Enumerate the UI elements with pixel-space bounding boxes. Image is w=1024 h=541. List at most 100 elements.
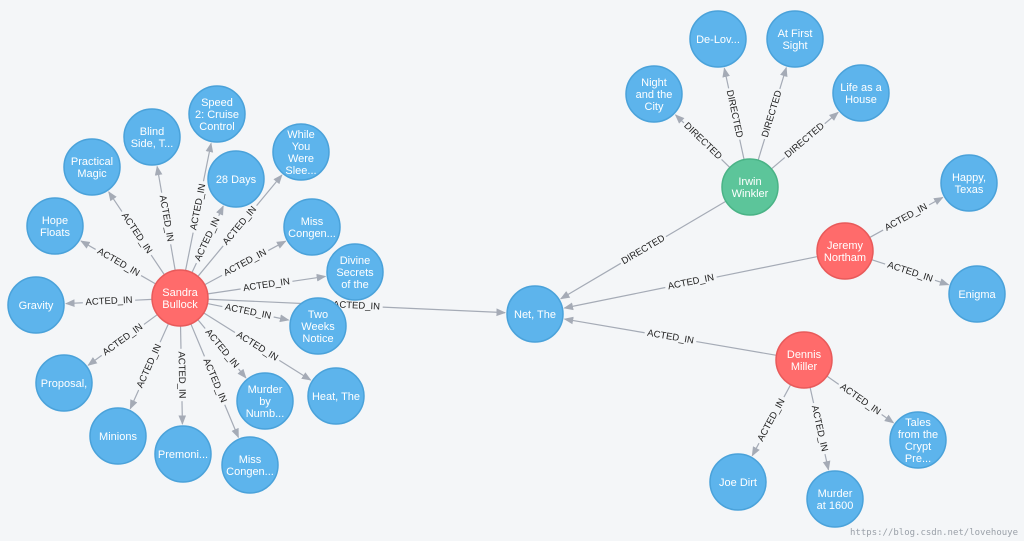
edge-line — [696, 340, 777, 356]
edge-line — [207, 288, 241, 295]
edge-jeremy-net[interactable]: ACTED_IN — [563, 255, 818, 311]
edge-line-arrow — [560, 262, 622, 300]
node-heat[interactable]: Heat, The — [307, 367, 365, 425]
node-label-line: Congen... — [226, 466, 274, 478]
node-label-line: Practical — [71, 156, 113, 168]
edge-irwin-firstsight[interactable]: DIRECTED — [757, 66, 788, 161]
edge-jeremy-enigma[interactable]: ACTED_IN — [871, 259, 950, 286]
edge-label: ACTED_IN — [135, 342, 164, 389]
node-label-line: Tales — [905, 417, 931, 429]
node-label-line: Night — [641, 77, 667, 89]
node-days28[interactable]: 28 Days — [207, 150, 265, 208]
edge-irwin-delov[interactable]: DIRECTED — [722, 67, 745, 160]
edge-label: ACTED_IN — [667, 272, 715, 292]
edge-dennis-joedirt[interactable]: ACTED_IN — [751, 384, 792, 457]
node-joedirt[interactable]: Joe Dirt — [709, 453, 767, 511]
edge-sandra-blind[interactable]: ACTED_IN — [154, 165, 176, 271]
edge-line-arrow — [154, 165, 163, 193]
node-label-line: Were — [288, 153, 314, 165]
edge-line-arrow — [722, 67, 730, 89]
node-label-line: Side, T... — [131, 138, 174, 150]
node-happy[interactable]: Happy,Texas — [940, 154, 998, 212]
edge-sandra-divine[interactable]: ACTED_IN — [207, 273, 327, 295]
edge-irwin-lifehouse[interactable]: DIRECTED — [770, 111, 839, 170]
node-label-line: Joe Dirt — [719, 477, 757, 489]
node-label-line: Life as a — [840, 82, 882, 94]
node-circle — [221, 436, 279, 494]
edge-line-arrow — [563, 286, 666, 311]
edge-irwin-nightcity[interactable]: DIRECTED — [674, 114, 731, 168]
node-delov[interactable]: De-Lov... — [689, 10, 747, 68]
edge-label: ACTED_IN — [333, 299, 381, 312]
node-circle — [806, 470, 864, 528]
node-label-line: Secrets — [336, 267, 374, 279]
node-gravity[interactable]: Gravity — [7, 276, 65, 334]
node-proposal[interactable]: Proposal, — [35, 354, 93, 412]
node-premoni[interactable]: Premoni... — [154, 425, 212, 483]
node-circle — [816, 222, 874, 280]
edge-line — [721, 158, 731, 168]
node-label-line: Sight — [782, 40, 807, 52]
edge-sandra-premoni[interactable]: ACTED_IN — [176, 325, 188, 425]
edge-label: DIRECTED — [760, 89, 785, 139]
node-label-line: Jeremy — [827, 240, 864, 252]
node-label-line: Bullock — [162, 299, 198, 311]
edge-label: DIRECTED — [724, 89, 745, 139]
edge-dennis-murder1600[interactable]: ACTED_IN — [809, 387, 831, 471]
node-label: Proposal, — [41, 378, 87, 390]
node-circle — [326, 243, 384, 301]
edge-line — [869, 229, 884, 239]
edge-sandra-twoweeks[interactable]: ACTED_IN — [207, 302, 290, 323]
watermark-text: https://blog.csdn.net/lovehouye — [850, 528, 1018, 538]
node-label: De-Lov... — [696, 34, 740, 46]
node-label-line: of the — [341, 279, 369, 291]
node-minions[interactable]: Minions — [89, 407, 147, 465]
node-label-line: Weeks — [301, 321, 335, 333]
node-circle — [709, 453, 767, 511]
node-label-line: Notice — [302, 333, 333, 345]
edge-sandra-gravity[interactable]: ACTED_IN — [65, 295, 153, 308]
node-circle — [506, 285, 564, 343]
edge-jeremy-happy[interactable]: ACTED_IN — [869, 196, 944, 239]
node-label: Minions — [99, 431, 137, 443]
edge-line-arrow — [822, 453, 831, 471]
node-label-line: Heat, The — [312, 391, 360, 403]
node-circle — [766, 10, 824, 68]
node-enigma[interactable]: Enigma — [948, 265, 1006, 323]
edge-dennis-tales[interactable]: ACTED_IN — [826, 375, 895, 424]
node-label: Joe Dirt — [719, 477, 757, 489]
edge-line-arrow — [65, 299, 83, 307]
node-label-line: While — [287, 129, 315, 141]
node-circle — [154, 425, 212, 483]
edge-label: ACTED_IN — [646, 328, 694, 347]
edge-dennis-net[interactable]: ACTED_IN — [563, 316, 777, 356]
node-circle — [307, 367, 365, 425]
node-net[interactable]: Net, The — [506, 285, 564, 343]
